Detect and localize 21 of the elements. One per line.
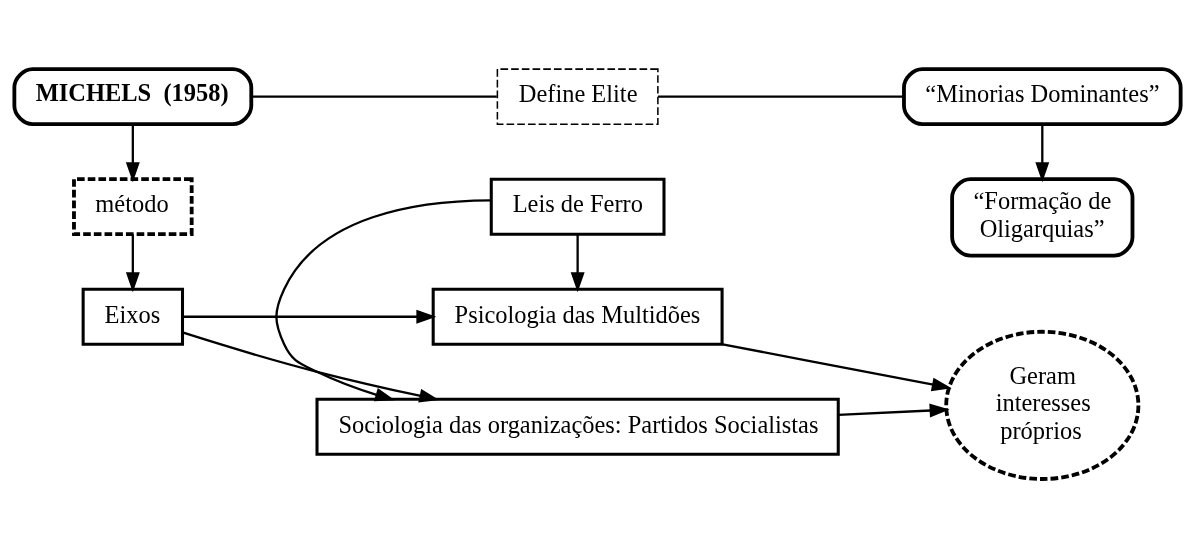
arrow [182,330,440,403]
arrow [722,342,952,391]
arrow [838,403,950,417]
node-box: Eixos [81,287,185,346]
arrow [1035,123,1050,182]
node-box: método [72,176,194,236]
node-box: Psicologia das Multidões [431,287,724,346]
node-box: MICHELS (1958) [12,66,254,126]
arrow [182,309,437,324]
node-ellipse: Geram interesses próprios [944,329,1141,481]
arrow [125,123,140,182]
node-box: Leis de Ferro [489,177,666,236]
arrow [570,233,585,292]
arrow [275,198,491,401]
node-box: Sociologia das organizações: Partidos Socialistas [315,397,840,456]
arrow [125,233,140,292]
node-box: “Formação de Oligarquias” [950,176,1135,257]
connector [251,95,497,98]
node-box: “Minorias Dominantes” [902,66,1183,126]
node-box: Define Elite [496,67,659,125]
connector [658,95,904,98]
